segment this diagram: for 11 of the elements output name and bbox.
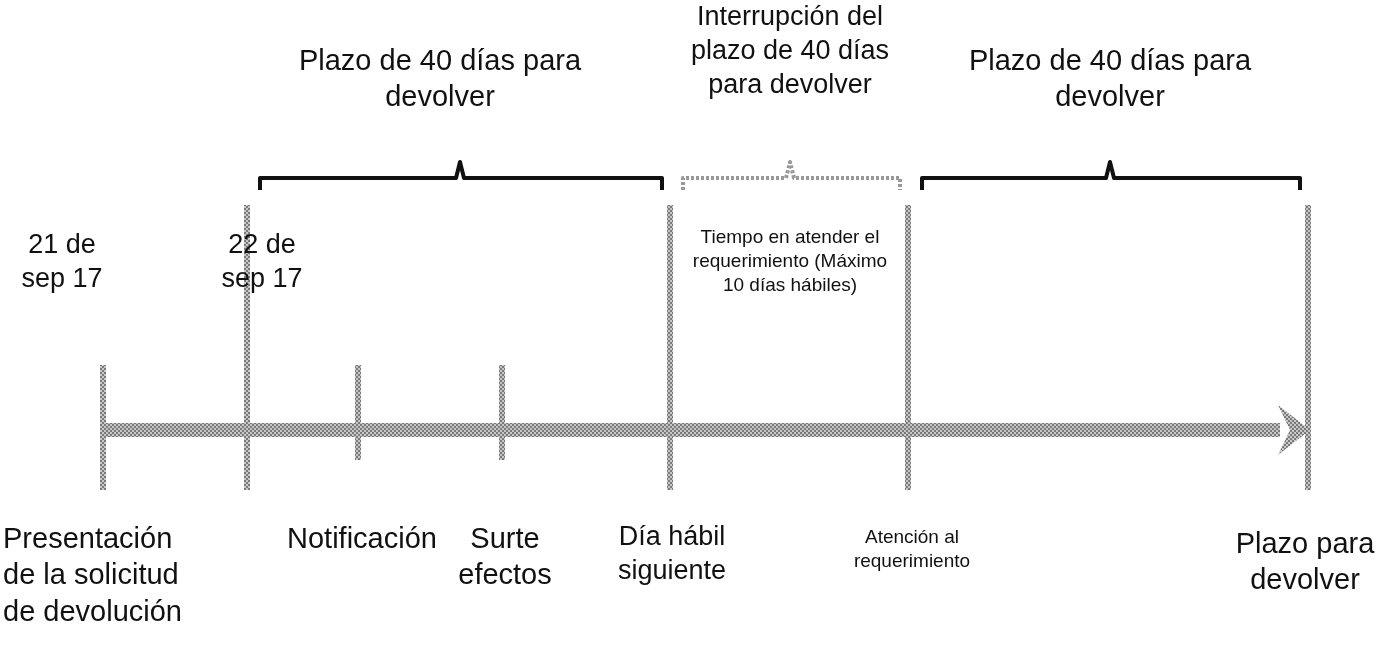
event-label: Notificación xyxy=(286,521,438,556)
event-label: Surte efectos xyxy=(457,521,553,593)
event-label: Plazo para devolver xyxy=(1234,526,1376,598)
period-label: Interrupción del plazo de 40 días para devolver xyxy=(689,0,891,101)
event-label: Atención al requerimiento xyxy=(852,525,972,573)
period-label: Plazo de 40 días para devolver xyxy=(297,43,583,115)
event-label: Día hábil siguiente xyxy=(616,520,728,587)
event-label: Presentación de la solicitud de devolución xyxy=(3,521,183,629)
date-label: 21 de sep 17 xyxy=(20,228,104,295)
period-label: Plazo de 40 días para devolver xyxy=(967,43,1253,115)
note: Tiempo en atender el requerimiento (Máximo 10 días hábiles) xyxy=(691,225,889,297)
